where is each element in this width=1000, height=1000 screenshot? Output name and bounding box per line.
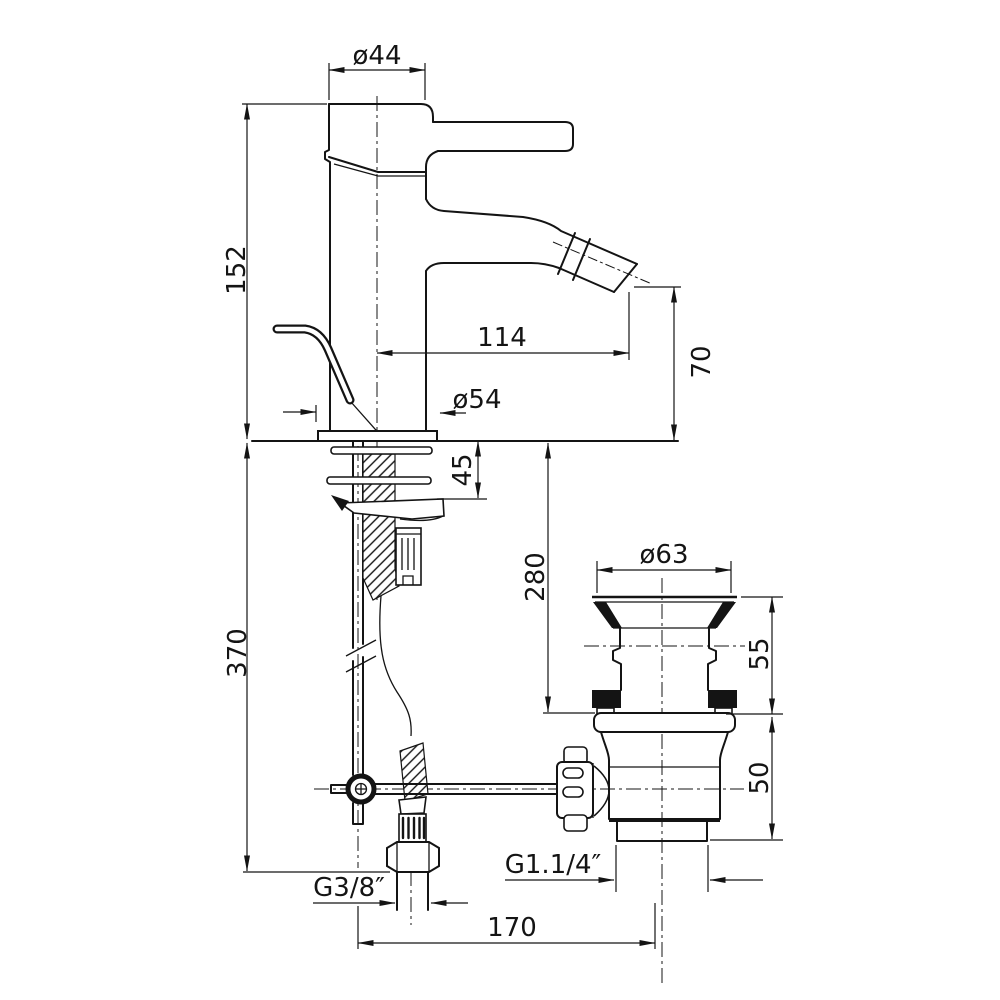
dim-label-height-above-deck: 152 (222, 245, 252, 295)
dim-label-waste-upper: 55 (745, 637, 775, 670)
supply-hex-nut (386, 841, 440, 873)
dimension-waste-thread: G1.1/4″ (505, 845, 763, 892)
dimension-waste-flange-diameter: ø63 (596, 540, 732, 593)
dimension-base-diameter: ø54 (283, 385, 502, 422)
dimension-total-depth: 370 (223, 442, 390, 873)
dim-label-supply-thread: G3/8″ (313, 873, 385, 903)
supply-hose (379, 595, 440, 911)
supply-thread-tail (396, 871, 429, 911)
dimension-spout-reach: 114 (376, 292, 630, 360)
dimension-supply-to-waste: 170 (357, 903, 656, 949)
dimension-rod-drop: 280 (521, 442, 595, 714)
dim-label-total-depth: 370 (223, 628, 253, 678)
dim-label-rod-drop: 280 (521, 552, 551, 602)
washer (326, 476, 432, 485)
threaded-shank (362, 453, 400, 601)
dim-label-waste-thread: G1.1/4″ (505, 850, 602, 880)
pop-up-linkage (330, 773, 559, 825)
spout (425, 198, 638, 293)
dim-label-deck-clamp: 45 (448, 453, 478, 486)
lever-handle (432, 121, 574, 152)
aerator-ring (557, 232, 576, 275)
dimension-supply-thread: G3/8″ (313, 873, 468, 906)
rubber-gasket (592, 690, 621, 708)
waste-assembly (556, 595, 737, 842)
dim-label-spout-height: 70 (687, 345, 717, 378)
dim-label-base-diameter: ø54 (453, 385, 502, 415)
clamp-bracket (337, 498, 445, 520)
washer (330, 446, 433, 455)
mounting-hardware (317, 430, 445, 776)
faucet-body (324, 103, 574, 432)
dimension-waste-upper: 55 (726, 596, 783, 715)
dim-label-waste-lower: 50 (745, 761, 775, 794)
dimension-spout-height: 70 (634, 286, 717, 441)
dim-label-head-diameter: ø44 (353, 41, 402, 71)
base-escutcheon (317, 430, 438, 442)
dimension-head-diameter: ø44 (328, 41, 426, 100)
waste-locknut (593, 712, 736, 733)
dim-label-waste-flange-diameter: ø63 (640, 540, 689, 570)
aerator-ring (572, 238, 591, 281)
rubber-gasket (708, 690, 737, 708)
dimension-waste-lower: 50 (710, 716, 783, 841)
dim-label-spout-reach: 114 (477, 323, 527, 353)
dimension-height-above-deck: 152 (222, 103, 327, 440)
dimension-deck-clamp: 45 (437, 440, 487, 500)
dim-label-supply-to-waste: 170 (487, 913, 537, 943)
waste-tailpiece (616, 821, 708, 842)
